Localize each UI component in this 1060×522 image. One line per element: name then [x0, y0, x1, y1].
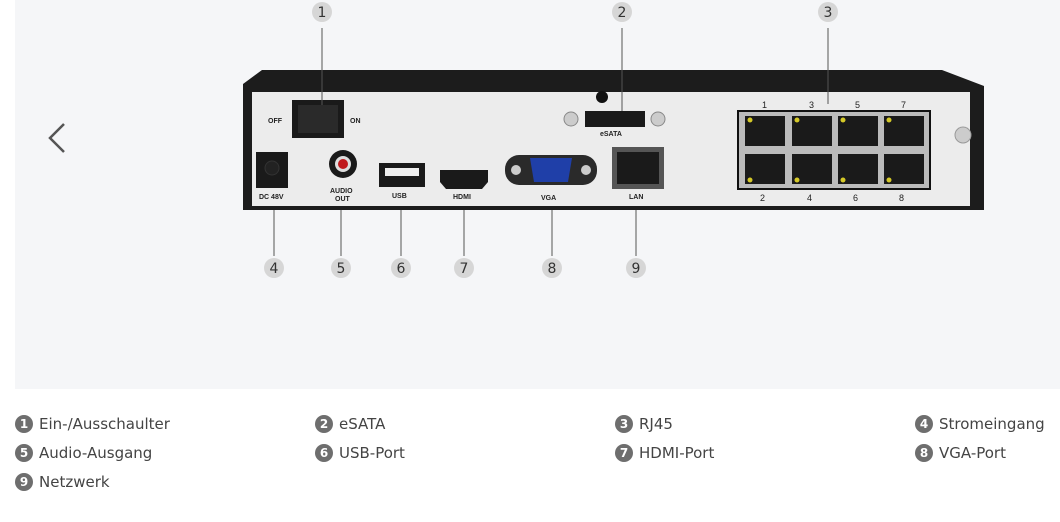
- legend-number-badge: 4: [915, 415, 933, 433]
- callout-badge: [612, 2, 632, 22]
- legend-item: 9 Netzwerk: [15, 470, 110, 494]
- port-led: [794, 177, 800, 183]
- callout-number: 9: [632, 261, 641, 277]
- callout-number: 3: [824, 5, 833, 21]
- port-number-label: 2: [760, 193, 765, 203]
- port-number-label: 3: [809, 100, 814, 110]
- hdmi-label: HDMI: [453, 194, 471, 201]
- callout-number: 4: [270, 261, 279, 277]
- usb-label: USB: [392, 193, 407, 200]
- port-number-label: 4: [807, 193, 812, 203]
- legend-number-badge: 8: [915, 444, 933, 462]
- legend-number-badge: 6: [315, 444, 333, 462]
- port-number-label: 6: [853, 193, 858, 203]
- legend-number-badge: 7: [615, 444, 633, 462]
- port-number-label: 1: [762, 100, 767, 110]
- esata-port: [585, 111, 645, 127]
- callout-number: 1: [318, 5, 327, 21]
- chevron-left-icon[interactable]: [40, 118, 76, 158]
- audio-label: AUDIO: [330, 188, 353, 195]
- port-number-label: 8: [899, 193, 904, 203]
- legend-number-badge: 2: [315, 415, 333, 433]
- legend-item: 8 VGA-Port: [915, 441, 1006, 465]
- legend-label: VGA-Port: [939, 444, 1006, 462]
- legend-item: 4 Stromeingang: [915, 412, 1045, 436]
- vga-label: VGA: [541, 195, 556, 202]
- legend-label: Audio-Ausgang: [39, 444, 153, 462]
- port-led: [840, 177, 846, 183]
- audio-out-label: OUT: [335, 196, 351, 203]
- lan-label: LAN: [629, 194, 643, 201]
- legend-label: USB-Port: [339, 444, 405, 462]
- legend-label: Ein-/Ausschaulter: [39, 415, 170, 433]
- on-label: ON: [350, 118, 361, 125]
- off-label: OFF: [268, 118, 283, 125]
- port-led: [747, 117, 753, 123]
- callout-badge: [818, 2, 838, 22]
- callout-badge: [542, 258, 562, 278]
- port-led: [794, 117, 800, 123]
- port-led: [840, 117, 846, 123]
- legend-number-badge: 5: [15, 444, 33, 462]
- callout-number: 6: [397, 261, 406, 277]
- callout-badge: [391, 258, 411, 278]
- callout-badge: [312, 2, 332, 22]
- power-switch: [298, 105, 338, 133]
- legend-label: Stromeingang: [939, 415, 1045, 433]
- legend-number-badge: 1: [15, 415, 33, 433]
- port-number-label: 5: [855, 100, 860, 110]
- callout-number: 7: [460, 261, 469, 277]
- port-number-label: 7: [901, 100, 906, 110]
- dc-label: DC 48V: [259, 194, 284, 201]
- legend-label: Netzwerk: [39, 473, 110, 491]
- callout-number: 5: [337, 261, 346, 277]
- legend-number-badge: 9: [15, 473, 33, 491]
- legend-item: 6 USB-Port: [315, 441, 405, 465]
- legend-number-badge: 3: [615, 415, 633, 433]
- legend-item: 1 Ein-/Ausschaulter: [15, 412, 170, 436]
- nvr-rear-diagram: OFF ON DC 48V AUDIO OUT USB HDMI VGA LAN…: [243, 2, 984, 278]
- legend-item: 7 HDMI-Port: [615, 441, 714, 465]
- port-led: [886, 117, 892, 123]
- esata-label: eSATA: [600, 131, 622, 138]
- callout-badge: [264, 258, 284, 278]
- legend-label: eSATA: [339, 415, 386, 433]
- legend-label: HDMI-Port: [639, 444, 715, 462]
- callout-number: 2: [618, 5, 627, 21]
- legend-item: 2 eSATA: [315, 412, 385, 436]
- port-led: [747, 177, 753, 183]
- legend-item: 3 RJ45: [615, 412, 673, 436]
- callout-badge: [331, 258, 351, 278]
- callout-badge: [454, 258, 474, 278]
- callout-badge: [626, 258, 646, 278]
- legend-item: 5 Audio-Ausgang: [15, 441, 152, 465]
- callout-number: 8: [548, 261, 557, 277]
- legend-label: RJ45: [639, 415, 673, 433]
- port-led: [886, 177, 892, 183]
- hdmi-port: [440, 170, 488, 189]
